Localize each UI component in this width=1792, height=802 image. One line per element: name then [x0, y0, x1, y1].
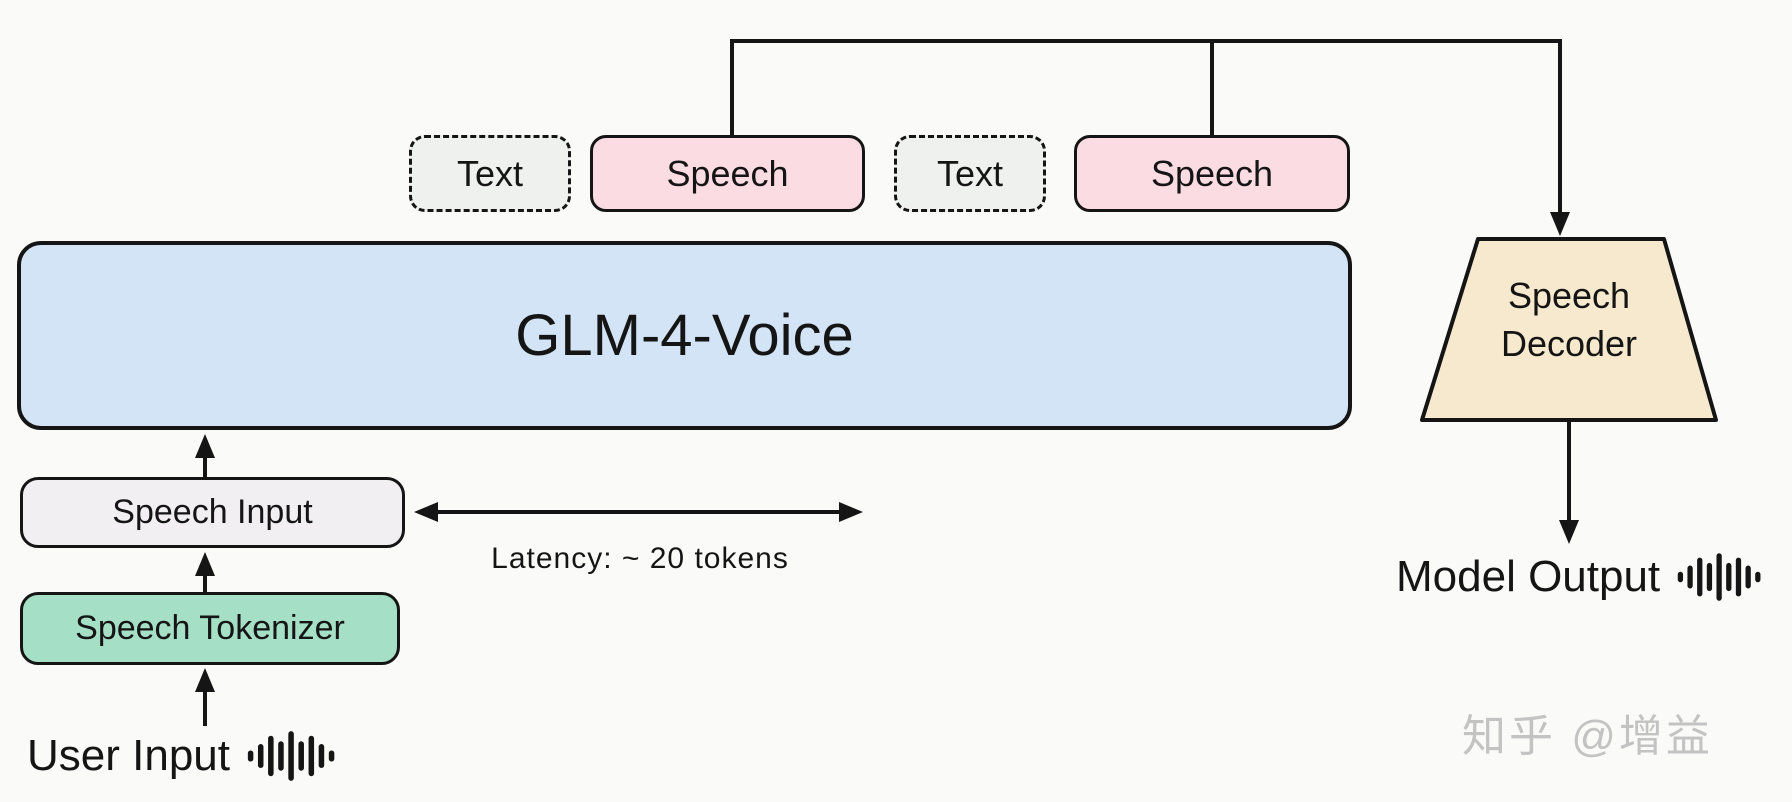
speech-decoder-trapezoid	[1420, 237, 1718, 422]
token-speech-2: Speech	[1074, 135, 1350, 212]
speech-input-box: Speech Input	[20, 477, 405, 548]
latency-arrowhead-left	[414, 502, 438, 522]
arrowhead-into-model	[195, 434, 215, 458]
token-label: Speech	[1150, 152, 1274, 194]
user-input-label: User Input	[27, 731, 230, 780]
token-label: Text	[936, 152, 1004, 194]
model-label: GLM-4-Voice	[515, 303, 854, 368]
speech-input-label: Speech Input	[112, 493, 313, 531]
token-label: Speech	[666, 152, 789, 194]
waveform-icon	[1677, 553, 1761, 601]
speech-tokenizer-box: Speech Tokenizer	[20, 592, 400, 665]
token-text-2: Text	[894, 135, 1046, 212]
token-text-1: Text	[409, 135, 571, 212]
model-output-label: Model Output	[1396, 552, 1661, 601]
speech-token-routing-line	[730, 39, 1562, 218]
arrowhead-into-model-output	[1559, 520, 1579, 544]
latency-annotation: Latency: ~ 20 tokens	[491, 542, 789, 575]
watermark-text: 知乎 @增益	[1462, 712, 1713, 761]
token-label: Text	[456, 152, 524, 194]
speech-decoder-label-line1: Speech	[1507, 275, 1631, 316]
arrowhead-into-tokenizer	[195, 668, 215, 692]
speech-tokenizer-label: Speech Tokenizer	[75, 609, 345, 647]
speech-decoder-label: Speech Decoder	[1439, 272, 1699, 367]
arrowhead-into-decoder	[1550, 212, 1570, 236]
user-input-row: User Input	[27, 726, 338, 786]
token-speech-1: Speech	[590, 135, 865, 212]
model-output-row: Model Output	[1396, 548, 1764, 606]
arrowhead-into-speech-input	[195, 552, 215, 576]
waveform-icon	[247, 731, 335, 781]
glm-4-voice-model-box: GLM-4-Voice	[17, 241, 1352, 430]
latency-arrowhead-right	[839, 502, 863, 522]
speech-decoder-label-line2: Decoder	[1500, 322, 1638, 364]
